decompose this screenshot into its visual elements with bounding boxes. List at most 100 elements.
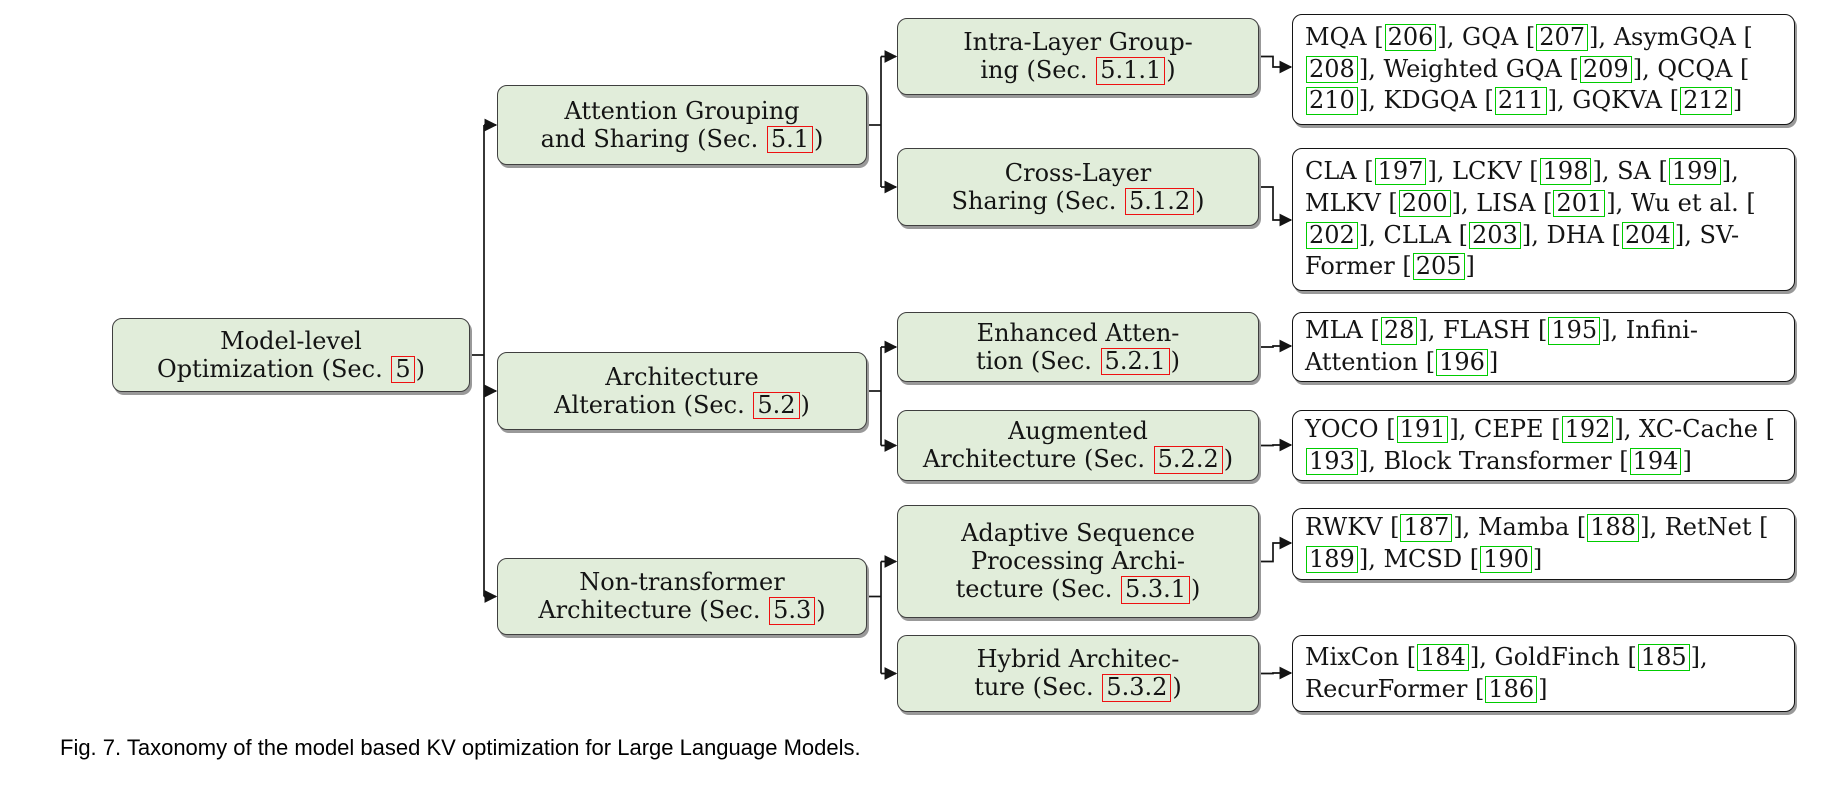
method-name: LISA <box>1476 188 1536 217</box>
node-text: Architecture Alteration (Sec. <box>554 362 759 419</box>
section-link[interactable]: 5.2.1 <box>1100 347 1170 376</box>
method-name: AsymGQA <box>1613 22 1736 51</box>
bracket: ] <box>1547 86 1557 115</box>
citation-link[interactable]: 192 <box>1561 415 1614 444</box>
bracket: [ <box>1732 54 1750 83</box>
citation-link[interactable]: 211 <box>1494 87 1547 115</box>
separator: , <box>1460 188 1477 217</box>
node-label: Enhanced Atten- tion (Sec. 5.2.1) <box>975 318 1180 376</box>
bracket: [ <box>1467 674 1485 703</box>
leaf-5-3-2: MixCon [184], GoldFinch [185], RecurForm… <box>1292 635 1795 712</box>
citation-link[interactable]: 204 <box>1622 221 1674 249</box>
bracket: ] <box>1538 674 1548 703</box>
method-name: RecurFormer <box>1305 674 1468 703</box>
method-name: CEPE <box>1474 414 1544 443</box>
method-name: RWKV <box>1305 513 1383 542</box>
section-link[interactable]: 5.3.2 <box>1102 674 1172 702</box>
citation-link[interactable]: 193 <box>1306 447 1358 475</box>
section-link[interactable]: 5.1 <box>766 125 814 154</box>
citation-link[interactable]: 189 <box>1306 546 1358 574</box>
node-text: ) <box>800 390 810 419</box>
node-label: Hybrid Architec- ture (Sec. 5.3.2) <box>974 645 1182 702</box>
citation-link[interactable]: 208 <box>1306 55 1358 83</box>
citation-link[interactable]: 184 <box>1417 643 1469 672</box>
method-name: MCSD <box>1383 545 1463 573</box>
citation-link[interactable]: 186 <box>1485 675 1538 703</box>
node-label: Architecture Alteration (Sec. 5.2) <box>554 362 810 420</box>
bracket: ] <box>1488 348 1499 376</box>
leaf-5-1-1: MQA [206], GQA [207], AsymGQA [208], Wei… <box>1292 14 1795 125</box>
bracket: ] <box>1469 642 1480 671</box>
node-text: ) <box>1191 575 1201 604</box>
citation-link[interactable]: 207 <box>1536 23 1589 52</box>
node-text: Augmented Architecture (Sec. <box>922 417 1148 474</box>
bracket: ] <box>1632 54 1643 83</box>
bracket: ] <box>1589 22 1599 51</box>
node-text: ) <box>415 354 425 383</box>
citation-link[interactable]: 203 <box>1469 221 1521 249</box>
citation-link[interactable]: 205 <box>1412 253 1465 281</box>
section-link[interactable]: 5 <box>391 355 415 384</box>
citation-link[interactable]: 191 <box>1396 415 1449 444</box>
method-name: CLA <box>1305 157 1357 186</box>
citation-link[interactable]: 201 <box>1553 189 1606 218</box>
section-link[interactable]: 5.1.1 <box>1096 57 1166 85</box>
method-name: Infini-Attention <box>1305 316 1698 376</box>
separator: , <box>1642 54 1658 83</box>
node-text: Enhanced Atten- tion (Sec. <box>975 318 1180 375</box>
node-5-1-2: Cross-Layer Sharing (Sec. 5.1.2) <box>897 148 1259 226</box>
node-text: ) <box>1195 186 1205 215</box>
bracket: [ <box>1662 86 1680 115</box>
node-label: Augmented Architecture (Sec. 5.2.2) <box>922 417 1233 474</box>
node-label: Non-transformer Architecture (Sec. 5.3) <box>538 568 826 625</box>
bracket: ] <box>1465 252 1475 281</box>
section-link[interactable]: 5.2 <box>753 391 800 420</box>
bracket: ] <box>1449 414 1459 443</box>
bracket: [ <box>1399 642 1417 671</box>
citation-link[interactable]: 28 <box>1380 317 1418 345</box>
bracket: [ <box>1619 642 1637 671</box>
citation-link[interactable]: 200 <box>1398 189 1451 218</box>
method-name: Wu et al. <box>1630 188 1739 217</box>
citation-link[interactable]: 209 <box>1579 55 1632 83</box>
method-name: Weighted GQA <box>1383 54 1562 83</box>
separator: , <box>1368 220 1384 249</box>
citation-link[interactable]: 198 <box>1539 158 1592 186</box>
method-name: GoldFinch <box>1494 642 1620 671</box>
method-name: LCKV <box>1452 157 1522 186</box>
citation-link[interactable]: 196 <box>1436 349 1488 377</box>
node-text: Intra-Layer Group- ing (Sec. <box>963 28 1193 85</box>
node-label: Adaptive Sequence Processing Archi- tect… <box>956 519 1201 604</box>
leaf-label: RWKV [187], Mamba [188], RetNet [189], M… <box>1305 512 1782 575</box>
bracket: ] <box>1601 316 1611 345</box>
method-name: DHA <box>1546 220 1604 249</box>
node-text: Non-transformer Architecture (Sec. <box>538 568 785 625</box>
leaf-label: MLA [28], FLASH [195], Infini-Attention … <box>1305 315 1782 378</box>
citation-link[interactable]: 212 <box>1680 87 1732 115</box>
citation-link[interactable]: 188 <box>1587 514 1640 542</box>
method-name: XC-Cache <box>1639 414 1758 443</box>
citation-link[interactable]: 199 <box>1668 158 1721 186</box>
citation-link[interactable]: 190 <box>1480 546 1532 574</box>
citation-link[interactable]: 185 <box>1637 643 1690 672</box>
node-text: ) <box>816 596 826 625</box>
citation-link[interactable]: 206 <box>1384 23 1437 52</box>
section-link[interactable]: 5.3.1 <box>1120 576 1191 604</box>
section-link[interactable]: 5.2.2 <box>1153 446 1223 474</box>
connector-line <box>1259 186 1293 227</box>
bracket: [ <box>1476 86 1494 115</box>
citation-link[interactable]: 210 <box>1306 87 1358 115</box>
citation-link[interactable]: 195 <box>1548 317 1601 345</box>
bracket: ] <box>1674 220 1685 249</box>
section-link[interactable]: 5.1.2 <box>1125 187 1195 216</box>
separator: , <box>1531 220 1547 249</box>
method-name: MLKV <box>1305 188 1381 217</box>
bracket: [ <box>1518 22 1536 51</box>
bracket: ] <box>1721 157 1732 186</box>
section-link[interactable]: 5.3 <box>769 597 816 625</box>
leaf-label: MixCon [184], GoldFinch [185], RecurForm… <box>1305 642 1782 705</box>
citation-link[interactable]: 194 <box>1629 447 1682 475</box>
citation-link[interactable]: 187 <box>1400 514 1453 542</box>
citation-link[interactable]: 197 <box>1374 158 1427 186</box>
citation-link[interactable]: 202 <box>1306 221 1358 249</box>
